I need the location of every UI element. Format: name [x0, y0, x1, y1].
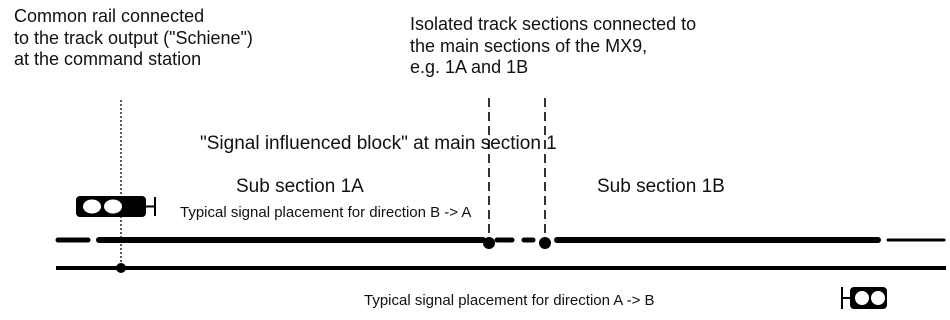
- isolated-sections-label: Isolated track sections connected to the…: [410, 14, 697, 78]
- signal-b-to-a-label: Typical signal placement for direction B…: [180, 204, 472, 221]
- sub-section-1a-label: Sub section 1A: [236, 176, 364, 197]
- feed-dot-1a: [483, 237, 495, 249]
- common-rail-label: Common rail connected to the track outpu…: [14, 6, 253, 70]
- common-rail-dot: [116, 263, 126, 273]
- signal-a-to-b-icon: [841, 287, 887, 309]
- feed-dot-1b: [539, 237, 551, 249]
- signal-b-to-a-icon: [76, 196, 156, 217]
- signal-block-label: "Signal influenced block" at main sectio…: [200, 133, 557, 154]
- sub-section-1b-label: Sub section 1B: [597, 176, 725, 197]
- signal-a-to-b-label: Typical signal placement for direction A…: [364, 292, 655, 309]
